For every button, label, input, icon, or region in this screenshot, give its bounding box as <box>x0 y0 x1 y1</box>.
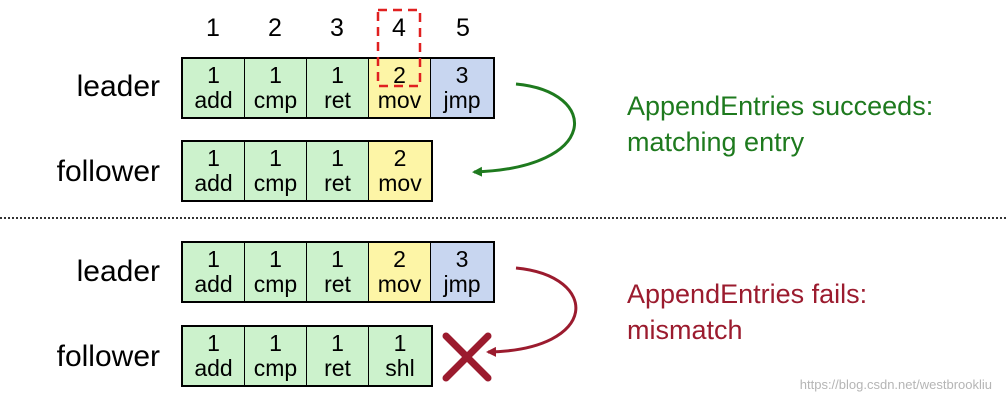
entry-term: 1 <box>269 246 282 272</box>
entry-term: 1 <box>331 330 344 356</box>
entry-command: cmp <box>253 271 298 297</box>
entry-term: 1 <box>331 145 344 171</box>
log-index-5: 5 <box>456 14 470 42</box>
bottom-leader-label: leader <box>76 255 160 288</box>
entry-command: cmp <box>253 170 298 196</box>
entry-command: ret <box>324 87 351 113</box>
entry-term: 2 <box>393 145 407 171</box>
entry-command: add <box>194 170 233 196</box>
log-index-2: 2 <box>268 14 282 42</box>
top-leader-label: leader <box>76 70 160 103</box>
log-index-3: 3 <box>330 14 344 42</box>
entry-term: 1 <box>269 145 282 171</box>
entry-term: 1 <box>207 62 220 88</box>
bottom-follower-label: follower <box>56 340 160 373</box>
success-message-line1: AppendEntries succeeds: <box>627 91 934 121</box>
log-index-1: 1 <box>206 14 220 42</box>
mismatch-x-icon <box>442 332 492 382</box>
entry-term: 3 <box>455 62 469 88</box>
top-follower-label: follower <box>56 155 160 188</box>
entry-term: 1 <box>269 330 282 356</box>
entry-term: 1 <box>331 62 344 88</box>
entry-term: 1 <box>269 62 282 88</box>
success-message-line2: matching entry <box>627 127 805 157</box>
entry-term: 2 <box>393 246 406 272</box>
entry-command: cmp <box>253 87 298 113</box>
entry-command: ret <box>324 271 351 297</box>
log-index-4: 4 <box>392 14 406 42</box>
entry-command: add <box>194 355 233 381</box>
entry-command: jmp <box>443 87 481 113</box>
failure-arrow-icon <box>486 266 578 357</box>
failure-message: AppendEntries fails: mismatch <box>627 276 867 348</box>
entry-term: 1 <box>393 330 407 356</box>
entry-command: mov <box>377 271 422 297</box>
entry-command: add <box>194 271 233 297</box>
watermark-text: https://blog.csdn.net/westbrookliu <box>799 377 992 392</box>
entry-term: 2 <box>393 62 406 88</box>
entry-command: mov <box>378 170 422 196</box>
entry-term: 1 <box>207 145 220 171</box>
entry-command: ret <box>324 170 351 196</box>
entry-command: add <box>194 87 233 113</box>
entry-command: mov <box>377 87 422 113</box>
highlight-box-icon <box>376 8 422 88</box>
entry-term: 3 <box>455 246 469 272</box>
entry-command: shl <box>385 355 415 381</box>
entry-command: jmp <box>443 271 481 297</box>
entry-term: 1 <box>207 246 220 272</box>
entry-command: cmp <box>253 355 298 381</box>
entry-term: 1 <box>207 330 220 356</box>
success-message: AppendEntries succeeds: matching entry <box>627 88 933 160</box>
failure-message-line1: AppendEntries fails: <box>627 279 868 309</box>
failure-message-line2: mismatch <box>627 315 743 345</box>
entry-command: ret <box>324 355 351 381</box>
entry-term: 1 <box>331 246 344 272</box>
section-divider <box>0 217 1006 219</box>
success-arrow-icon <box>472 82 576 177</box>
